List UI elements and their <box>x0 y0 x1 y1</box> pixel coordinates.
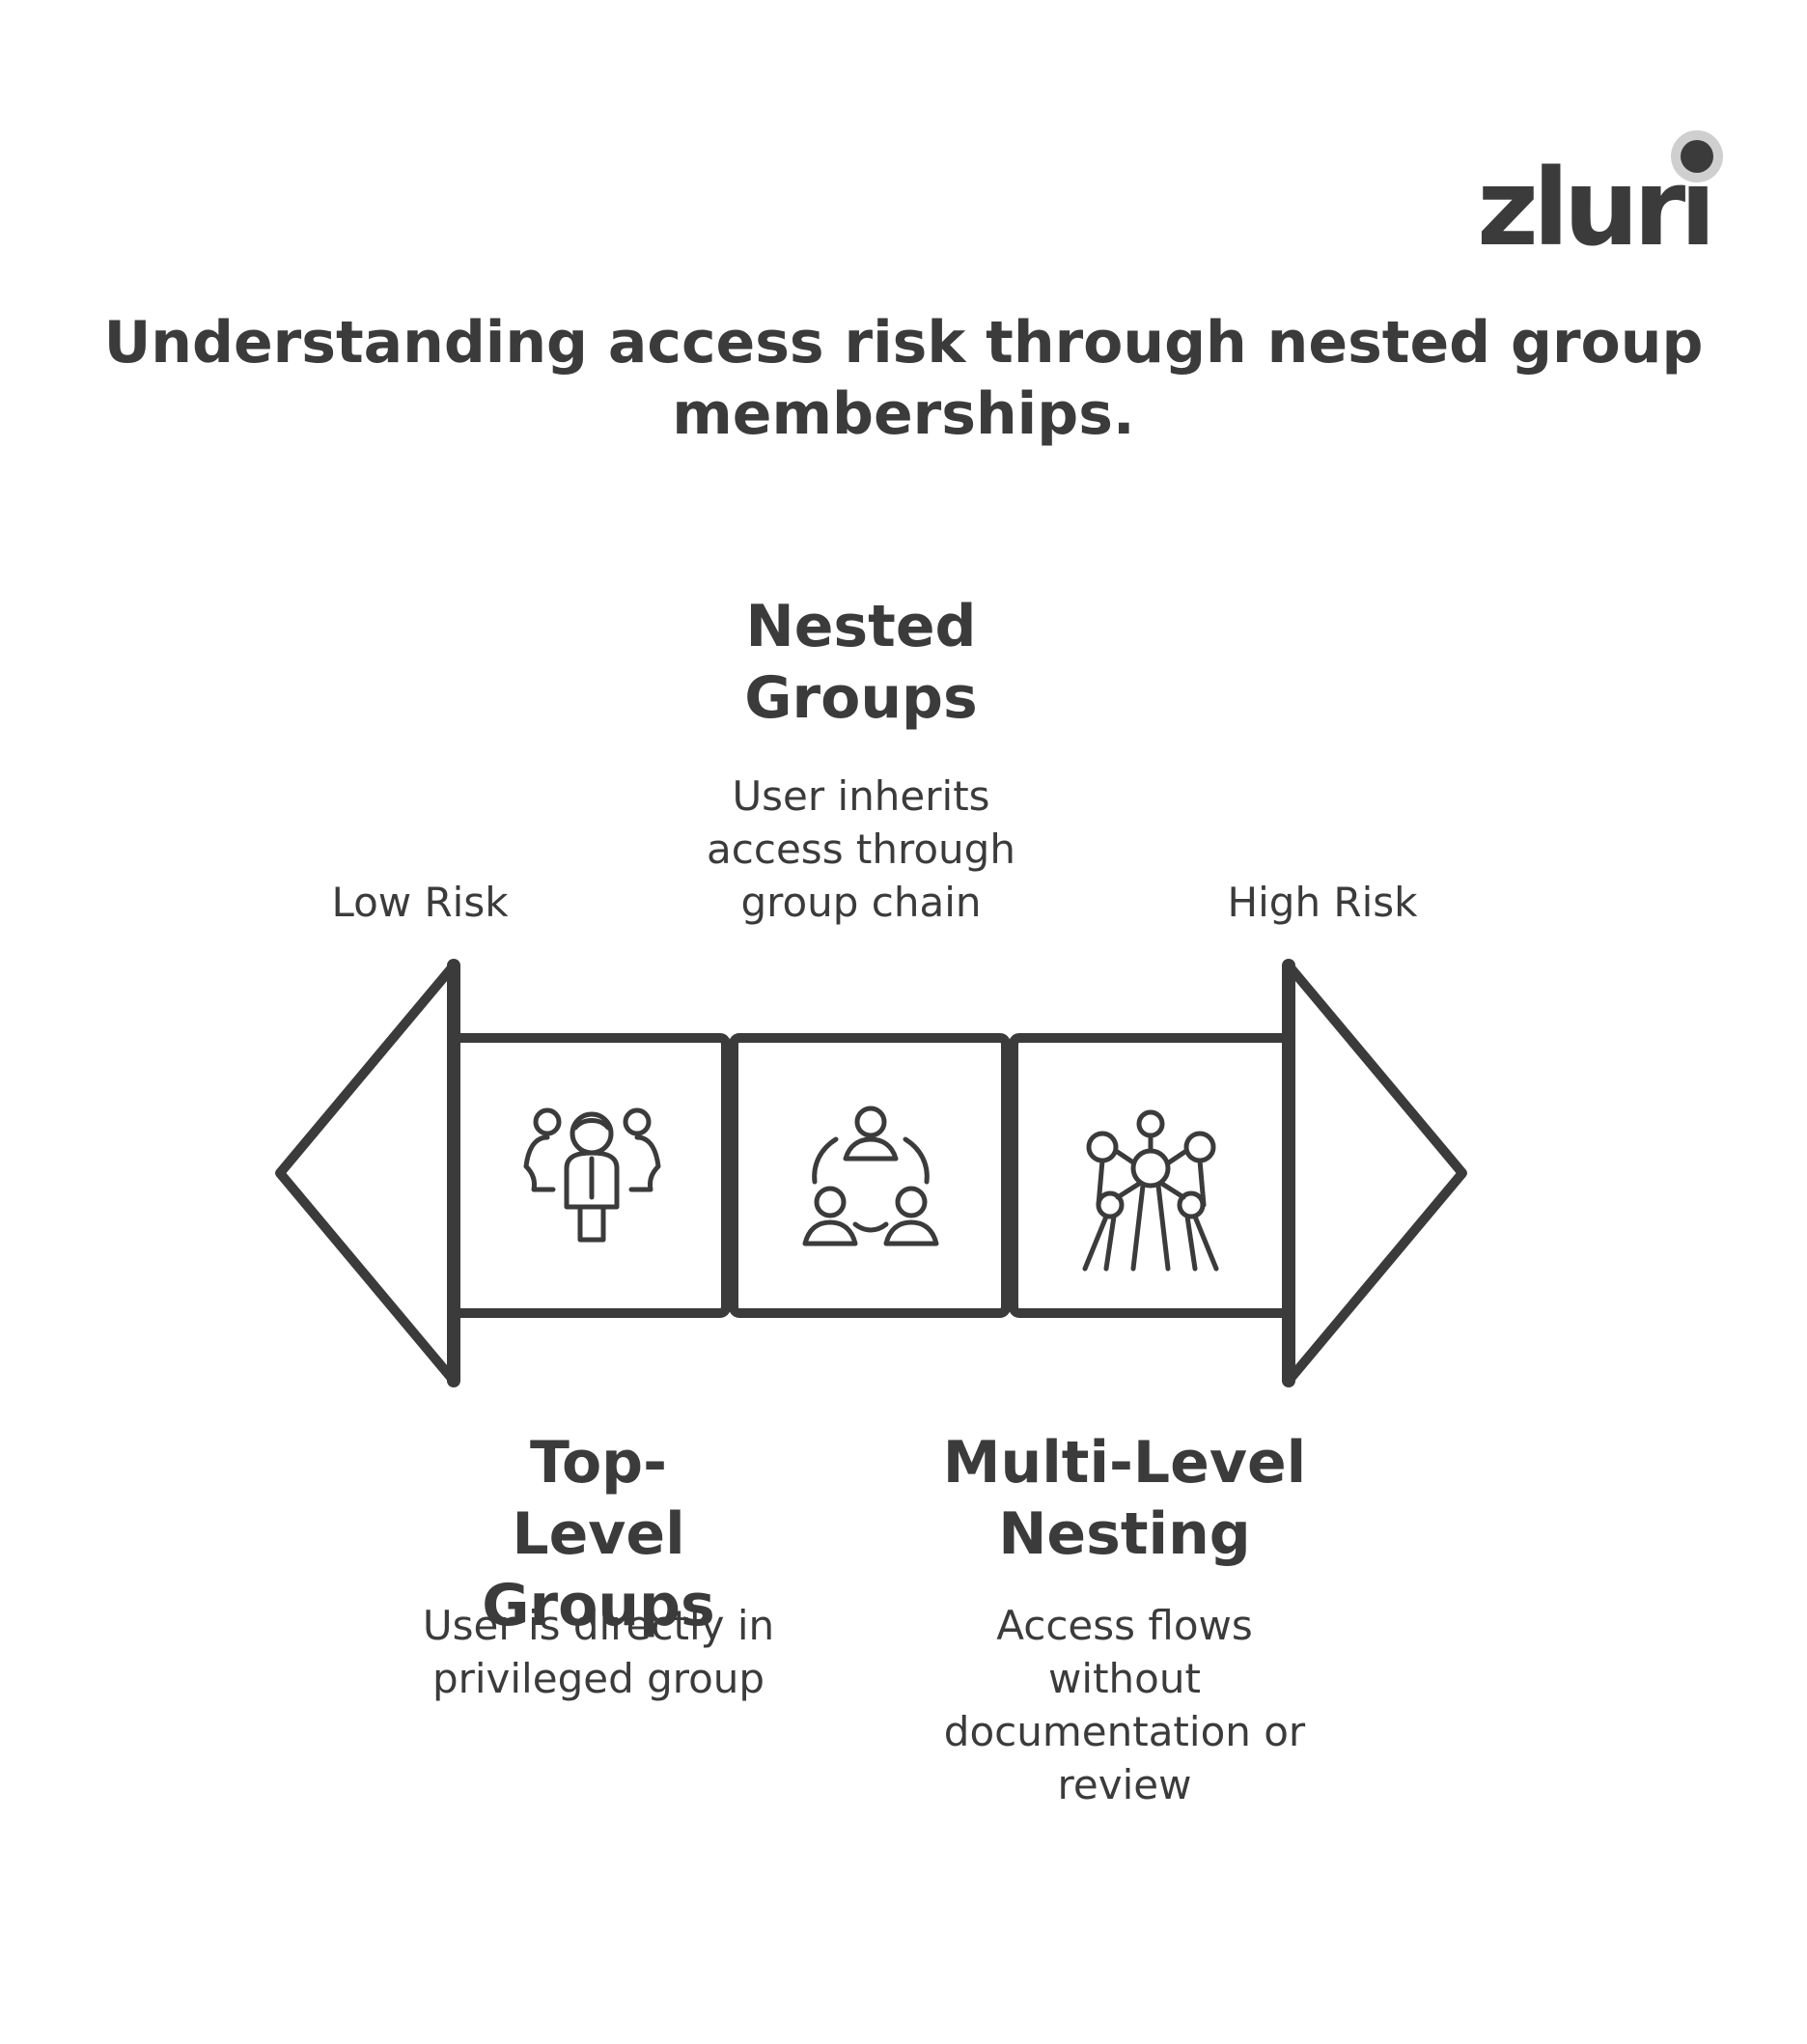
high-risk-label: High Risk <box>1227 879 1418 926</box>
group-people-icon <box>523 1107 661 1243</box>
box-nested <box>729 1033 1011 1318</box>
zluri-logo: zluri <box>1448 140 1738 270</box>
right-arrow-head <box>1284 961 1467 1386</box>
logo-dot <box>1681 140 1713 173</box>
nested-groups-description: User inherits access through group chain <box>707 772 1015 926</box>
top-level-groups-description: User is directly in privileged group <box>422 1602 775 1702</box>
left-arrow-head <box>275 961 459 1386</box>
atomium-network-icon <box>1082 1109 1219 1272</box>
nested-groups-heading: Nested Groups <box>744 593 978 732</box>
multi-level-nesting-description: Access flows without documentation or re… <box>943 1602 1306 1808</box>
page-title: Understanding access risk through nested… <box>103 309 1704 448</box>
user-cycle-icon <box>802 1106 939 1246</box>
box-top-level <box>449 1033 731 1318</box>
low-risk-label: Low Risk <box>331 879 509 926</box>
box-multi-level <box>1009 1033 1293 1318</box>
logo-text: zluri <box>1477 146 1716 269</box>
multi-level-nesting-heading: Multi-Level Nesting <box>942 1429 1307 1568</box>
top-level-groups-heading: Top-Level Groups <box>482 1429 715 1639</box>
